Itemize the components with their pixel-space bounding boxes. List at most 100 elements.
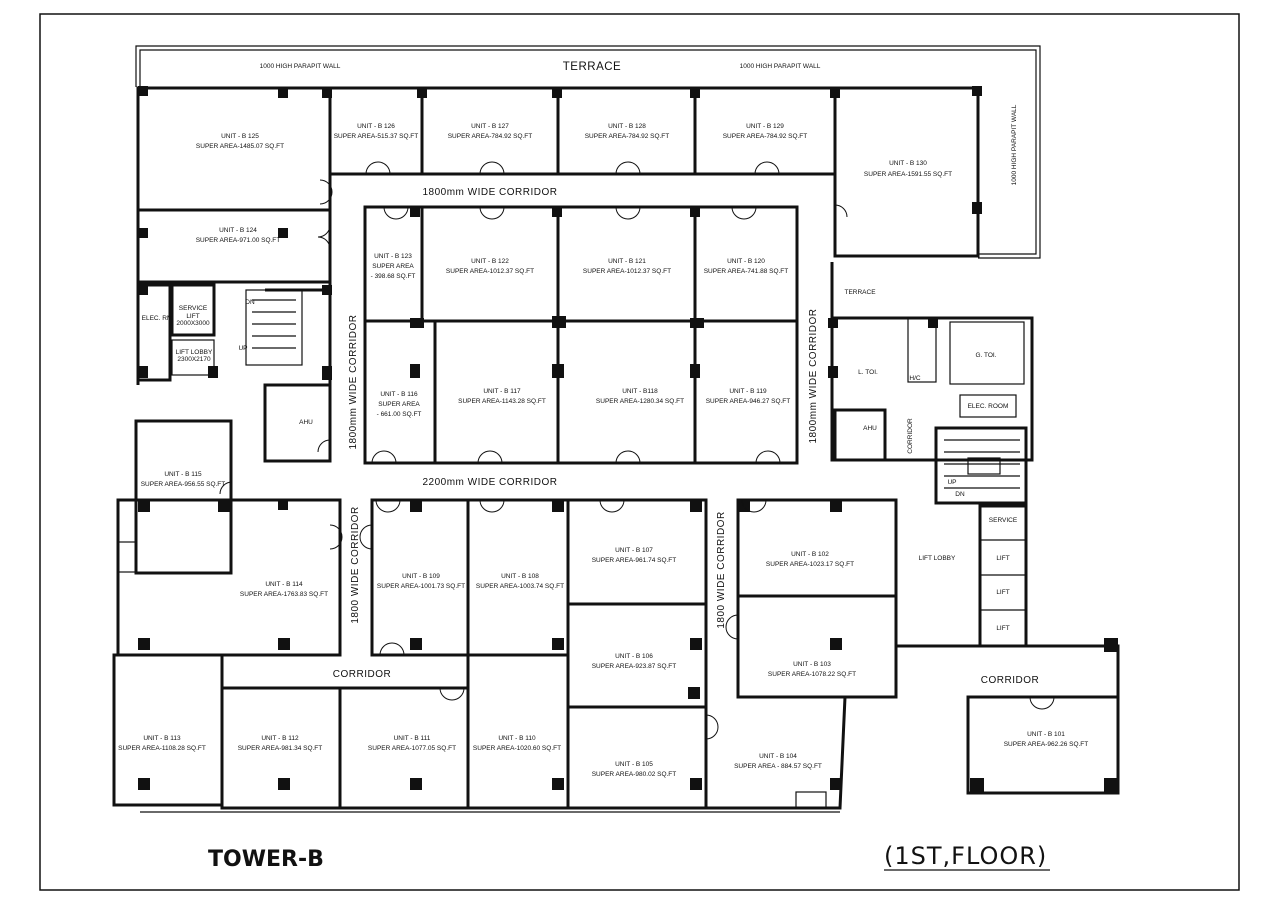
unit-b110-area: SUPER AREA-1020.60 SQ.FT (473, 745, 561, 752)
unit-b111-name: UNIT - B 111 (394, 735, 431, 742)
dn-label-1: DN (245, 299, 255, 306)
elec-rm-label: ELEC. RM (142, 315, 173, 322)
corridor-1800-top: 1800mm WIDE CORRIDOR (422, 187, 557, 198)
terrace-label: TERRACE (563, 61, 621, 73)
unit-b118-area: SUPER AREA-1280.34 SQ.FT (596, 398, 684, 405)
unit-b102-name: UNIT - B 102 (791, 551, 829, 558)
unit-b108-name: UNIT - B 108 (501, 573, 539, 580)
service-lift-label-2: LIFT (186, 313, 199, 320)
unit-b130-name: UNIT - B 130 (889, 160, 927, 167)
corridor-bottom: CORRIDOR (333, 669, 391, 680)
unit-b124-name: UNIT - B 124 (219, 227, 257, 234)
tower-title: TOWER-B (208, 847, 324, 872)
corridor-2200: 2200mm WIDE CORRIDOR (422, 477, 557, 488)
g-toi-label: G. TOI. (975, 352, 996, 359)
unit-b109-name: UNIT - B 109 (402, 573, 440, 580)
service-lift-label-2b: SERVICE (989, 517, 1018, 524)
unit-b112-area: SUPER AREA-981.34 SQ.FT (238, 745, 323, 752)
unit-b125-name: UNIT - B 125 (221, 133, 259, 140)
dn-label-2: DN (955, 491, 965, 498)
corridor-1800-mid: 1800 WIDE CORRIDOR (350, 506, 361, 623)
unit-b101-name: UNIT - B 101 (1027, 731, 1065, 738)
unit-b128-area: SUPER AREA-784.92 SQ.FT (585, 133, 670, 140)
unit-b101-area: SUPER AREA-962.26 SQ.FT (1004, 741, 1089, 748)
unit-b102-area: SUPER AREA-1023.17 SQ.FT (766, 561, 854, 568)
unit-b109-area: SUPER AREA-1001.73 SQ.FT (377, 583, 465, 590)
terrace-small-label: TERRACE (844, 289, 876, 296)
unit-b126-name: UNIT - B 126 (357, 123, 395, 130)
elec-room-label: ELEC. ROOM (968, 403, 1009, 410)
unit-b103-name: UNIT - B 103 (793, 661, 831, 668)
service-lift-size: 2000X3000 (176, 320, 210, 327)
lift-label-b: LIFT (996, 589, 1009, 596)
ahu-label-1: AHU (299, 419, 313, 426)
corridor-1800-east: 1800 WIDE CORRIDOR (716, 511, 727, 628)
unit-b104-name: UNIT - B 104 (759, 753, 797, 760)
up-label-1: UP (238, 345, 247, 352)
unit-b116-area-2: - 661.00 SQ.FT (377, 411, 422, 418)
columns (138, 86, 1118, 792)
lift-lobby-small: LIFT LOBBY (176, 349, 213, 356)
unit-b129-area: SUPER AREA-784.92 SQ.FT (723, 133, 808, 140)
unit-b103-area: SUPER AREA-1078.22 SQ.FT (768, 671, 856, 678)
sheet-border (39, 13, 1240, 891)
floor-title: (1ST,FLOOR) (884, 842, 1047, 870)
unit-b121-area: SUPER AREA-1012.37 SQ.FT (583, 268, 671, 275)
unit-b114-name: UNIT - B 114 (265, 581, 303, 588)
unit-b119-name: UNIT - B 119 (729, 388, 767, 395)
unit-b129-name: UNIT - B 129 (746, 123, 784, 130)
doors (219, 161, 1055, 740)
unit-b124-area: SUPER AREA-971.00 SQ.FT (196, 237, 281, 244)
unit-b127-name: UNIT - B 127 (471, 123, 509, 130)
unit-b128-name: UNIT - B 128 (608, 123, 646, 130)
unit-b116-area: SUPER AREA (378, 401, 420, 408)
unit-b111-area: SUPER AREA-1077.05 SQ.FT (368, 745, 456, 752)
unit-b104-area: SUPER AREA - 884.57 SQ.FT (734, 763, 822, 770)
unit-b108-area: SUPER AREA-1003.74 SQ.FT (476, 583, 564, 590)
unit-b107-area: SUPER AREA-961.74 SQ.FT (592, 557, 677, 564)
unit-b110-name: UNIT - B 110 (498, 735, 536, 742)
unit-b126-area: SUPER AREA-515.37 SQ.FT (334, 133, 419, 140)
parapit-label-3: 1000 HIGH PARAPIT WALL (1011, 104, 1018, 185)
unit-b115-area: SUPER AREA-956.55 SQ.FT (141, 481, 226, 488)
building-walls (112, 86, 1120, 813)
ahu-label-2: AHU (863, 425, 877, 432)
unit-b120-name: UNIT - B 120 (727, 258, 765, 265)
unit-b123-area-2: - 398.68 SQ.FT (371, 273, 416, 280)
unit-b117-area: SUPER AREA-1143.28 SQ.FT (458, 398, 546, 405)
unit-b115-name: UNIT - B 115 (164, 471, 202, 478)
unit-b125-area: SUPER AREA-1485.07 SQ.FT (196, 143, 284, 150)
parapit-label-1: 1000 HIGH PARAPIT WALL (260, 63, 341, 70)
l-toi-label: L. TOI. (858, 369, 878, 376)
unit-b121-name: UNIT - B 121 (608, 258, 646, 265)
unit-b122-area: SUPER AREA-1012.37 SQ.FT (446, 268, 534, 275)
unit-labels: UNIT - B 125 SUPER AREA-1485.07 SQ.FT UN… (118, 123, 1088, 778)
up-label-2: UP (947, 479, 956, 486)
unit-b122-name: UNIT - B 122 (471, 258, 509, 265)
unit-b120-area: SUPER AREA-741.88 SQ.FT (704, 268, 789, 275)
unit-b106-name: UNIT - B 106 (615, 653, 653, 660)
unit-b117-name: UNIT - B 117 (483, 388, 521, 395)
corridor-small: CORRIDOR (907, 418, 914, 454)
unit-b130-area: SUPER AREA-1591.55 SQ.FT (864, 171, 952, 178)
terrace-outline (135, 45, 1041, 259)
lift-label-a: LIFT (996, 555, 1009, 562)
lift-lobby-size: 2300X2170 (177, 356, 211, 363)
unit-b113-area: SUPER AREA-1108.28 SQ.FT (118, 745, 206, 752)
unit-b114-area: SUPER AREA-1763.83 SQ.FT (240, 591, 328, 598)
unit-b118-name: UNIT - B118 (622, 388, 658, 395)
parapit-label-2: 1000 HIGH PARAPIT WALL (740, 63, 821, 70)
unit-b127-area: SUPER AREA-784.92 SQ.FT (448, 133, 533, 140)
unit-b105-name: UNIT - B 105 (615, 761, 653, 768)
unit-b123-name: UNIT - B 123 (374, 253, 412, 260)
unit-b107-name: UNIT - B 107 (615, 547, 653, 554)
corridor-1800-right: 1800mm WIDE CORRIDOR (808, 308, 819, 443)
corridor-right: CORRIDOR (981, 675, 1039, 686)
unit-b106-area: SUPER AREA-923.87 SQ.FT (592, 663, 677, 670)
corridor-1800-left: 1800mm WIDE CORRIDOR (348, 314, 359, 449)
hc-label: H/C (909, 375, 921, 382)
unit-b116-name: UNIT - B 116 (380, 391, 418, 398)
lift-lobby-label: LIFT LOBBY (919, 555, 956, 562)
unit-b105-area: SUPER AREA-980.02 SQ.FT (592, 771, 677, 778)
